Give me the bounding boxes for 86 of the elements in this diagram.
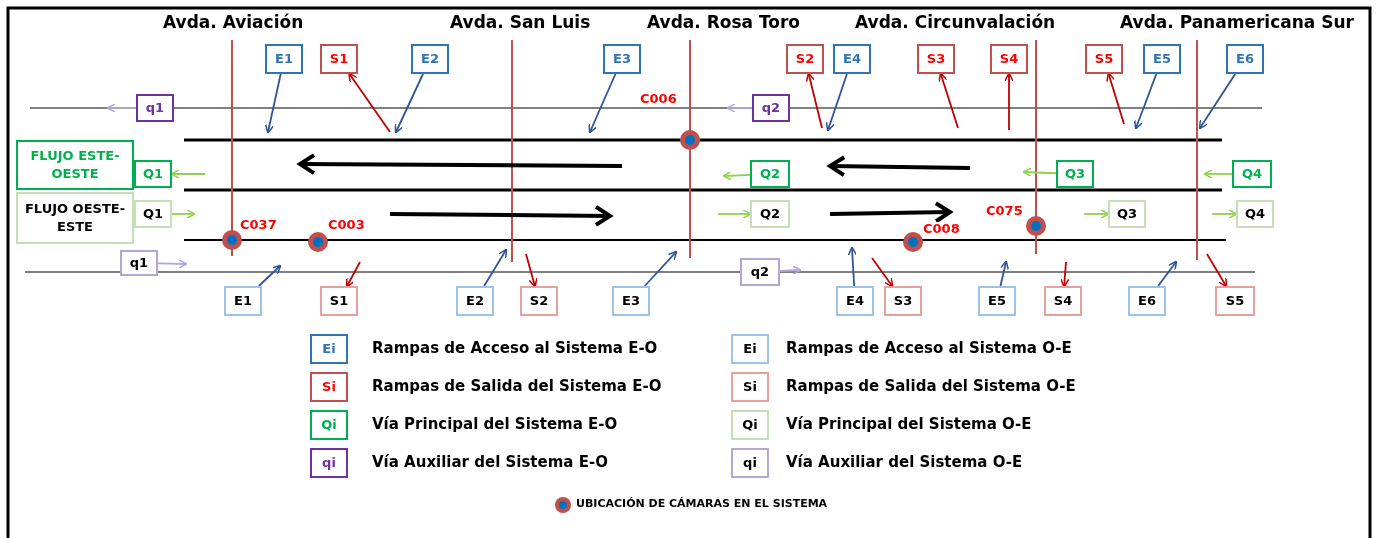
arrow bbox=[257, 264, 282, 287]
arrow bbox=[1083, 209, 1110, 219]
ramp-box: S4 bbox=[990, 44, 1028, 74]
legend-text: Vía Auxiliar del Sistema O-E bbox=[786, 453, 1023, 471]
legend-swatch: Qi bbox=[731, 410, 769, 440]
lane-box: Q1 bbox=[134, 200, 172, 228]
ramp-box: S2 bbox=[786, 44, 824, 74]
arrow bbox=[1206, 253, 1228, 288]
ramp-box: E6 bbox=[1128, 286, 1166, 316]
flow-direction-box: FLUJO ESTE-OESTE bbox=[16, 140, 134, 190]
ramp-box: S1 bbox=[320, 286, 358, 316]
arrow bbox=[345, 261, 361, 288]
ramp-box: E3 bbox=[612, 286, 650, 316]
ramp-box: S1 bbox=[320, 44, 358, 74]
legend-text: Rampas de Salida del Sistema E-O bbox=[372, 377, 662, 395]
arrow bbox=[483, 248, 508, 287]
arrow bbox=[106, 103, 137, 113]
ramp-box: E2 bbox=[411, 44, 449, 74]
arrow bbox=[717, 209, 752, 219]
arrow bbox=[1134, 73, 1158, 130]
flow-direction-box: FLUJO OESTE-ESTE bbox=[16, 192, 134, 244]
ramp-box: E5 bbox=[978, 286, 1016, 316]
arrow bbox=[1211, 209, 1238, 219]
legend-text: UBICACIÓN DE CÁMARAS EN EL SISTEMA bbox=[576, 497, 828, 510]
arrow bbox=[348, 72, 391, 133]
arrow bbox=[264, 73, 282, 134]
lane-box: Q4 bbox=[1236, 200, 1274, 228]
ramp-box: S2 bbox=[520, 286, 558, 316]
arrow bbox=[643, 250, 678, 287]
legend-swatch: Si bbox=[310, 372, 348, 402]
arrow bbox=[847, 246, 858, 287]
arrow bbox=[805, 72, 823, 129]
arrow bbox=[825, 73, 848, 132]
legend-swatch: Ei bbox=[731, 334, 769, 364]
arrow bbox=[1106, 72, 1125, 125]
arrow bbox=[394, 73, 424, 134]
legend-text: Rampas de Salida del Sistema O-E bbox=[786, 377, 1076, 395]
arrow bbox=[1198, 73, 1237, 130]
ramp-box: E3 bbox=[603, 44, 641, 74]
ramp-box: S5 bbox=[1215, 286, 1255, 316]
ramp-box: S3 bbox=[917, 44, 955, 74]
legend-swatch: qi bbox=[731, 448, 769, 478]
arrow bbox=[588, 73, 617, 134]
arrow bbox=[871, 257, 894, 288]
legend-text: Vía Auxiliar del Sistema E-O bbox=[372, 453, 608, 471]
lane-box: Q3 bbox=[1056, 160, 1094, 188]
legend-swatch: Si bbox=[731, 372, 769, 402]
legend-text: Vía Principal del Sistema O-E bbox=[786, 415, 1032, 433]
ramp-box: E1 bbox=[265, 44, 303, 74]
legend-text: Rampas de Acceso al Sistema O-E bbox=[786, 339, 1072, 357]
lane-box: q2 bbox=[740, 258, 780, 286]
ramp-box: E6 bbox=[1226, 44, 1264, 74]
arrow bbox=[157, 259, 188, 269]
lane-box: Q3 bbox=[1108, 200, 1146, 228]
arrow bbox=[171, 209, 196, 219]
arrow bbox=[1203, 169, 1233, 179]
lane-box: Q2 bbox=[750, 160, 790, 188]
arrow bbox=[1059, 261, 1070, 288]
ramp-box: E1 bbox=[224, 286, 262, 316]
arrow bbox=[1004, 72, 1014, 131]
legend-swatch: Qi bbox=[310, 410, 348, 440]
legend-swatch: Ei bbox=[310, 334, 348, 364]
arrow bbox=[779, 265, 802, 276]
arrow bbox=[999, 260, 1010, 287]
arrow bbox=[722, 170, 751, 181]
arrow bbox=[1022, 167, 1057, 177]
arrow bbox=[1157, 260, 1178, 287]
ramp-box: S4 bbox=[1044, 286, 1082, 316]
lane-box: q1 bbox=[136, 94, 174, 122]
arrow bbox=[938, 72, 959, 129]
ramp-box: S3 bbox=[884, 286, 922, 316]
legend-swatch: qi bbox=[310, 448, 348, 478]
arrow bbox=[525, 253, 538, 288]
legend-text: Vía Principal del Sistema E-O bbox=[372, 415, 618, 433]
lane-box: q2 bbox=[752, 94, 790, 122]
ramp-box: E2 bbox=[456, 286, 494, 316]
ramp-box: S5 bbox=[1085, 44, 1123, 74]
lane-box: Q1 bbox=[134, 160, 172, 188]
ramp-box: E4 bbox=[836, 286, 874, 316]
arrow bbox=[726, 103, 753, 113]
lane-box: Q4 bbox=[1232, 160, 1272, 188]
lane-box: Q2 bbox=[750, 200, 790, 228]
ramp-box: E5 bbox=[1143, 44, 1181, 74]
ramp-box: E4 bbox=[833, 44, 871, 74]
legend-text: Rampas de Acceso al Sistema E-O bbox=[372, 339, 658, 357]
lane-box: q1 bbox=[120, 250, 158, 276]
